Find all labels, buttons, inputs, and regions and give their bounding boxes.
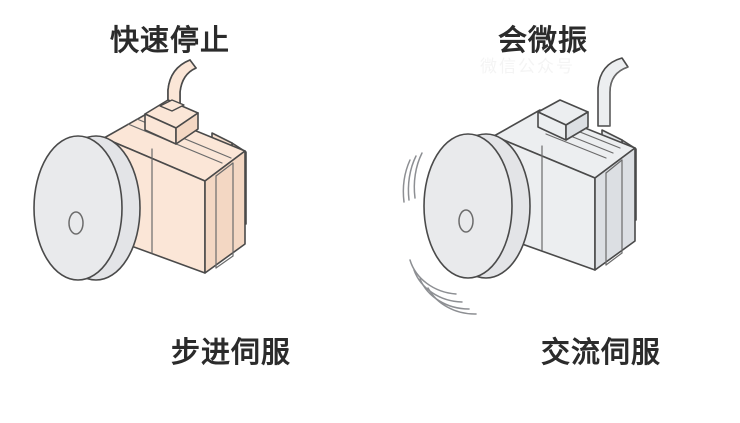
panel-stepper: 快速停止 — [0, 25, 370, 369]
panel-stepper-illustration — [0, 48, 370, 338]
flywheel-disc-icon — [423, 133, 513, 279]
panel-stepper-bottom-caption: 步进伺服 — [170, 337, 291, 369]
vibration-lines-icon — [402, 152, 477, 315]
panel-ac-servo-illustration — [370, 48, 740, 338]
flywheel-disc-icon — [33, 135, 123, 281]
panel-ac-servo: 会微振 微信公众号 — [370, 0, 740, 423]
panel-stepper-top-caption: 快速停止 — [109, 25, 230, 57]
panel-ac-servo-bottom-caption: 交流伺服 — [540, 337, 661, 369]
watermark: 微信公众号 — [480, 57, 575, 76]
panel-ac-servo-top-caption: 会微振 — [497, 25, 588, 57]
connector-block — [144, 99, 199, 145]
power-cable-icon — [597, 57, 629, 127]
